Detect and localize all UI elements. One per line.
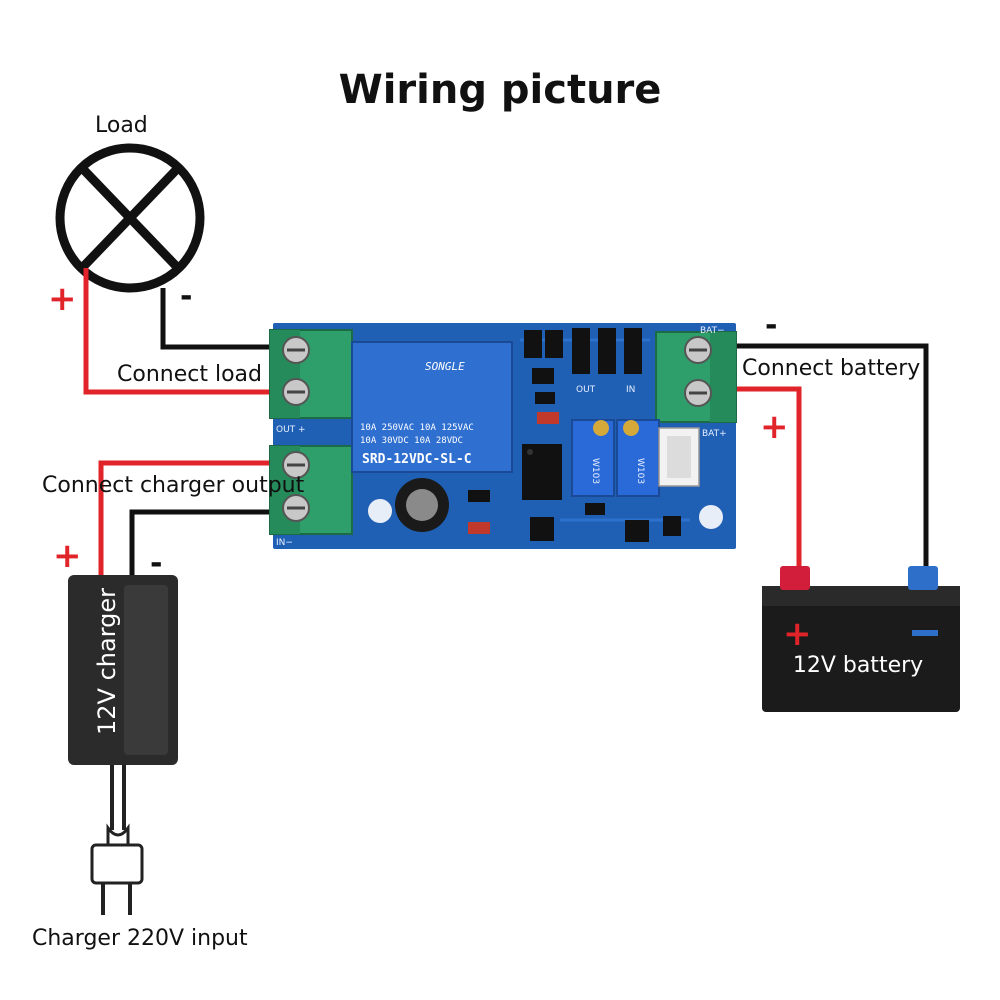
charger-positive-wire (98, 460, 300, 578)
load-positive-wire (83, 268, 300, 395)
pcb-bat-plus-mark: BAT+ (702, 429, 727, 439)
relay-rating-1: 10A 250VAC 10A 125VAC (360, 423, 474, 433)
battery-terminal-block (655, 331, 737, 423)
charger-input-label: Charger 220V input (32, 926, 248, 951)
connect-charger-output-label: Connect charger output (42, 473, 305, 498)
battery-minus-sign: - (765, 308, 777, 343)
pcb-bat-minus-mark: BAT− (700, 326, 725, 336)
battery-label: 12V battery (793, 653, 923, 678)
load-negative-wire (160, 288, 300, 350)
connect-load-label: Connect load (117, 362, 262, 387)
pcb-in-mark: IN (626, 385, 635, 395)
charger-minus-sign: - (150, 546, 162, 581)
smd-components (468, 330, 681, 542)
battery-negative-wire (698, 343, 929, 574)
capacitor (395, 478, 449, 532)
pot-label-in: W103 (635, 458, 645, 484)
connect-battery-label: Connect battery (742, 356, 920, 381)
charger-terminal-block (269, 445, 353, 535)
relay-rating-2: 10A 30VDC 10A 28VDC (360, 436, 463, 446)
load-minus-sign: - (180, 279, 192, 314)
ic-chip (522, 444, 562, 500)
load-lamp-icon (55, 143, 205, 293)
battery-body-plus: + (783, 614, 812, 654)
pot-label-out: W103 (590, 458, 600, 484)
battery-icon: + (762, 566, 960, 712)
charger-label: 12V charger (93, 588, 121, 735)
page-title: Wiring picture (339, 67, 662, 113)
white-connector (658, 427, 700, 487)
load-label: Load (95, 113, 148, 138)
pcb-out-plus-mark: OUT + (276, 425, 306, 435)
pcb-in-minus-mark: IN− (276, 538, 293, 548)
relay-module-board: SONGLE 10A 250VAC 10A 125VAC 10A 30VDC 1… (269, 323, 737, 549)
battery-plus-sign: + (760, 407, 789, 447)
relay-model: SRD-12VDC-SL-C (362, 452, 472, 467)
charger-icon (68, 575, 178, 915)
pcb-out-mark: OUT (576, 385, 596, 395)
load-plus-sign: + (48, 279, 77, 319)
relay-brand: SONGLE (425, 360, 465, 373)
load-terminal-block (269, 329, 353, 419)
jumper-headers (572, 328, 642, 374)
charger-plus-sign: + (53, 536, 82, 576)
songle-relay: SONGLE 10A 250VAC 10A 125VAC 10A 30VDC 1… (351, 341, 513, 473)
charger-negative-wire (129, 509, 300, 578)
potentiometer-out (571, 419, 615, 497)
